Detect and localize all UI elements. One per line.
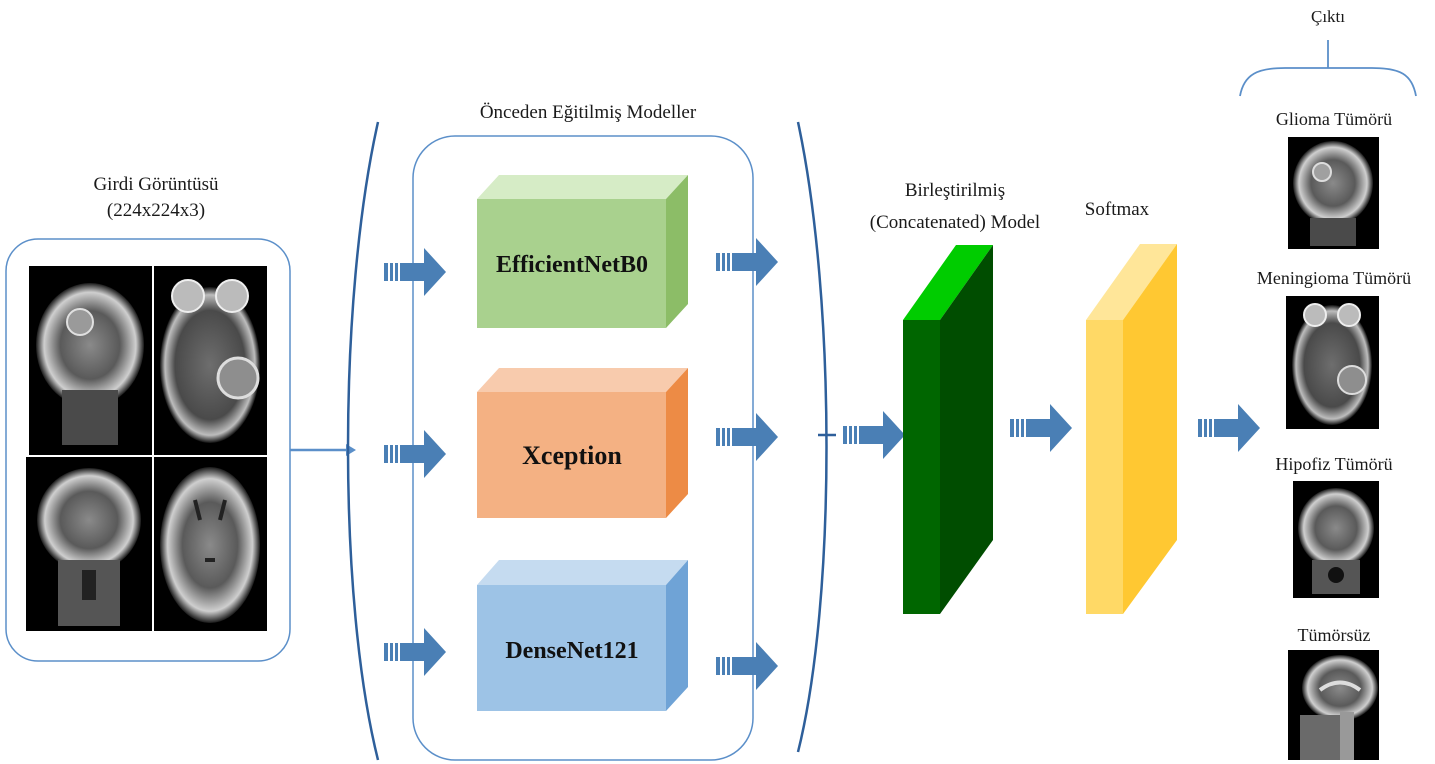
class-label-meningioma: Meningioma Tümörü <box>1257 268 1411 288</box>
concat-title-line1: Birleştirilmiş <box>905 180 1005 201</box>
arrow-out-xception <box>716 413 778 461</box>
model-label-densenet121: DenseNet121 <box>505 638 638 664</box>
arrow-out-densenet <box>716 642 778 690</box>
softmax-title: Softmax <box>1085 199 1150 220</box>
model-densenet121: DenseNet121 <box>477 560 688 711</box>
model-label-efficientnetb0: EfficientNetB0 <box>496 252 648 278</box>
arrow-concat-to-softmax <box>1010 404 1072 452</box>
pretrained-title: Önceden Eğitilmiş Modeller <box>480 102 697 123</box>
class-label-hipofiz: Hipofiz Tümörü <box>1275 454 1392 474</box>
class-label-glioma: Glioma Tümörü <box>1276 109 1392 129</box>
brain-mri-sagittal-icon <box>1288 650 1379 760</box>
right-bracket <box>796 121 828 753</box>
input-image-grid <box>26 266 267 631</box>
brain-mri-axial-icon <box>1286 296 1379 429</box>
concat-block <box>903 245 993 614</box>
input-size: (224x224x3) <box>107 200 205 221</box>
arrow-in-xception <box>384 430 446 478</box>
arrow-in-efficientnet <box>384 248 446 296</box>
output-title: Çıktı <box>1311 7 1345 26</box>
model-xception: Xception <box>477 368 688 518</box>
arrow-in-concat <box>843 411 905 459</box>
brain-mri-coronal-icon <box>1293 481 1379 598</box>
softmax-block <box>1086 244 1177 614</box>
model-efficientnetb0: EfficientNetB0 <box>477 175 688 328</box>
brain-mri-coronal-icon <box>1288 137 1379 249</box>
left-bracket <box>346 121 380 761</box>
arrow-out-efficientnet <box>716 238 778 286</box>
class-label-tumorsuz: Tümörsüz <box>1298 625 1371 645</box>
arrow-softmax-to-output <box>1198 404 1260 452</box>
input-title: Girdi Görüntüsü <box>93 174 219 195</box>
concat-title-line2: (Concatenated) Model <box>870 212 1040 233</box>
output-brace <box>1239 40 1417 97</box>
model-label-xception: Xception <box>522 441 622 470</box>
arrow-in-densenet <box>384 628 446 676</box>
